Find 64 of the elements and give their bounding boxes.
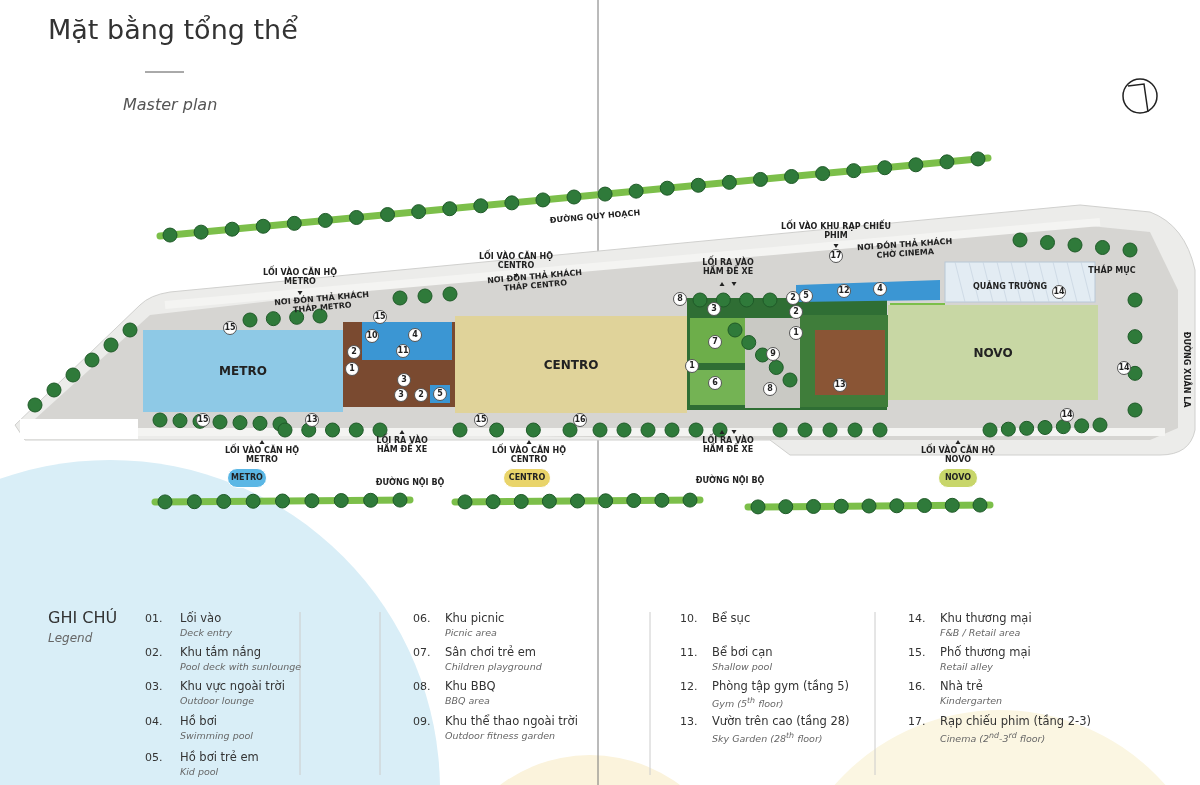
tower-marker: NOVO xyxy=(938,468,978,488)
legend-text: Hồ bơi xyxy=(180,715,218,729)
legend-translation: Gym (5$^{th}$ floor) xyxy=(712,696,785,711)
note: NƠI ĐÓN THẢ KHÁCH THÁP CENTRO xyxy=(485,267,584,295)
legend-text: Khu tắm nắng xyxy=(180,646,263,660)
tower-marker: CENTRO xyxy=(503,468,551,488)
legend-text: Khu vực ngoài trời xyxy=(180,680,286,694)
legend-translation: BBQ area xyxy=(445,696,491,707)
building-footprint: CENTRO xyxy=(455,316,687,413)
legend-number: 12. xyxy=(680,681,698,694)
legend-translation: Retail alley xyxy=(940,662,994,673)
legend-number: 13. xyxy=(680,716,698,729)
note: NƠI ĐÓN THẢ KHÁCH THÁP METRO xyxy=(272,289,371,317)
legend-number: 08. xyxy=(413,681,431,694)
legend-text: Nhà trẻ xyxy=(940,680,984,694)
legend-number: 16. xyxy=(908,681,926,694)
road-name: ĐƯỜNG NỘI BỘ xyxy=(694,476,766,486)
legend-number: 03. xyxy=(145,681,163,694)
legend-translation: Sky Garden (28$^{th}$ floor) xyxy=(712,731,824,746)
legend-number: 10. xyxy=(680,613,698,626)
building-footprint: METRO xyxy=(143,330,343,412)
legend-number: 09. xyxy=(413,716,431,729)
legend-text: Sân chơi trẻ em xyxy=(445,646,538,660)
legend-text: Khu thể thao ngoài trời xyxy=(445,715,579,729)
note: NƠI ĐÓN THẢ KHÁCH CHỜ CINEMA xyxy=(855,236,954,263)
legend-text: Hồ bơi trẻ em xyxy=(180,751,260,765)
road-name: ĐƯỜNG QUY HOẠCH xyxy=(548,207,642,227)
legend-text: Khu picnic xyxy=(445,612,506,626)
legend-translation: Outdoor fitness garden xyxy=(445,731,557,742)
place-label: THÁP MỤC xyxy=(1087,266,1137,276)
legend-text: Khu thương mại xyxy=(940,612,1033,626)
legend-text: Lối vào xyxy=(180,612,223,626)
legend-translation: Pool deck with sunlounge xyxy=(180,662,303,673)
legend-number: 15. xyxy=(908,647,926,660)
road-name: ĐƯỜNG NỘI BỘ xyxy=(374,478,446,488)
legend-text: Phố thương mại xyxy=(940,646,1032,660)
legend-translation: Children playground xyxy=(445,662,543,673)
legend-number: 02. xyxy=(145,647,163,660)
legend-number: 11. xyxy=(680,647,698,660)
legend-translation: F&B / Retail area xyxy=(940,628,1022,639)
legend-translation: Cinema (2$^{nd}$-3$^{rd}$ floor) xyxy=(940,731,1047,746)
legend-translation: Outdoor lounge xyxy=(180,696,256,707)
road-name: ĐƯỜNG XUÂN LA xyxy=(1181,330,1191,410)
legend-translation: Kindergarten xyxy=(940,696,1004,707)
building-footprint: NOVO xyxy=(888,305,1098,400)
place-label: QUẢNG TRƯỜNG xyxy=(971,282,1049,292)
page-title: Mặt bằng tổng thể xyxy=(48,14,298,46)
legend-subheading: Legend xyxy=(48,632,94,646)
legend-translation: Swimming pool xyxy=(180,731,254,742)
legend-text: Rạp chiếu phim (tầng 2-3) xyxy=(940,715,1093,729)
legend-number: 07. xyxy=(413,647,431,660)
legend-number: 04. xyxy=(145,716,163,729)
legend-translation: Picnic area xyxy=(445,628,498,639)
legend-translation: Kid pool xyxy=(180,767,220,778)
legend-number: 14. xyxy=(908,613,926,626)
tower-marker: METRO xyxy=(227,468,267,488)
legend-number: 17. xyxy=(908,716,926,729)
legend-number: 06. xyxy=(413,613,431,626)
legend-translation: Deck entry xyxy=(180,628,234,639)
legend-text: Khu BBQ xyxy=(445,680,497,694)
legend-number: 01. xyxy=(145,613,163,626)
legend-number: 05. xyxy=(145,752,163,765)
legend-translation: Shallow pool xyxy=(712,662,774,673)
subtitle: Master plan xyxy=(123,96,219,115)
